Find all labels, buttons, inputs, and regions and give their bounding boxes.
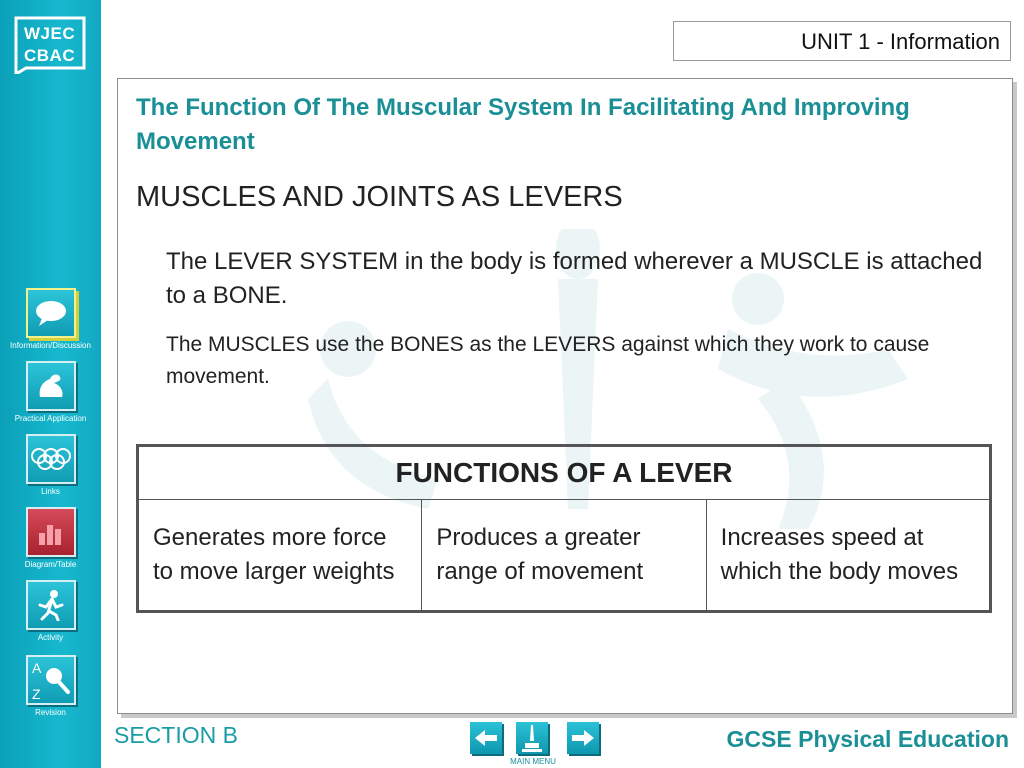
lever-functions-table: FUNCTIONS OF A LEVER Generates more forc… bbox=[136, 444, 992, 613]
table-row: Generates more force to move larger weig… bbox=[138, 499, 991, 612]
next-button[interactable] bbox=[567, 722, 599, 754]
arrow-right-icon bbox=[572, 730, 594, 746]
table-cell-speed: Increases speed at which the body moves bbox=[705, 499, 991, 612]
content-panel: The Function Of The Muscular System In F… bbox=[117, 78, 1013, 714]
lever-system-paragraph: The LEVER SYSTEM in the body is formed w… bbox=[166, 248, 983, 309]
speech-bubble-icon bbox=[25, 288, 76, 338]
rings-icon bbox=[25, 434, 76, 484]
sidebar-item-practical[interactable]: Practical Application bbox=[0, 361, 101, 423]
course-title: GCSE Physical Education bbox=[726, 726, 1009, 752]
sidebar-item-label: Links bbox=[41, 487, 60, 496]
sidebar-item-label: Activity bbox=[37, 633, 64, 642]
sidebar-item-information[interactable]: Information/Discussion bbox=[0, 288, 101, 350]
page-title: The Function Of The Muscular System In F… bbox=[136, 94, 910, 155]
sidebar-item-activity[interactable]: Activity bbox=[0, 580, 101, 642]
sidebar-item-label: Practical Application bbox=[14, 414, 87, 423]
muscles-paragraph: The MUSCLES use the BONES as the LEVERS … bbox=[166, 333, 930, 388]
sidebar-item-revision[interactable]: A Z Revision bbox=[0, 655, 101, 717]
main-menu-label: MAIN MENU bbox=[510, 757, 556, 766]
svg-text:Z: Z bbox=[32, 686, 41, 701]
unit-header: UNIT 1 - Information bbox=[673, 21, 1011, 61]
sidebar-item-links[interactable]: Links bbox=[0, 434, 101, 496]
logo-line-2: CBAC bbox=[24, 46, 76, 65]
logo-line-1: WJEC bbox=[24, 24, 76, 43]
table-cell-range: Produces a greater range of movement bbox=[421, 499, 707, 612]
previous-button[interactable] bbox=[470, 722, 502, 754]
runner-icon bbox=[25, 580, 76, 630]
flexed-arm-icon bbox=[25, 361, 76, 411]
arrow-left-icon bbox=[475, 730, 497, 746]
main-menu-button[interactable] bbox=[516, 722, 548, 754]
sidebar-item-label: Diagram/Table bbox=[24, 560, 77, 569]
section-subtitle: MUSCLES AND JOINTS AS LEVERS bbox=[136, 181, 623, 213]
bar-chart-icon bbox=[25, 507, 76, 557]
section-label: SECTION B bbox=[114, 722, 238, 748]
a-z-magnifier-icon: A Z bbox=[25, 655, 76, 705]
svg-text:A: A bbox=[32, 660, 42, 676]
sidebar-item-label: Revision bbox=[35, 708, 66, 717]
wjec-logo: WJEC CBAC bbox=[14, 14, 86, 74]
podium-icon bbox=[522, 725, 542, 752]
sidebar: WJEC CBAC Information/Discussion Practic… bbox=[0, 0, 101, 768]
sidebar-item-diagram[interactable]: Diagram/Table bbox=[0, 507, 101, 569]
sidebar-item-label: Information/Discussion bbox=[10, 341, 91, 350]
table-heading: FUNCTIONS OF A LEVER bbox=[137, 445, 991, 500]
table-cell-force: Generates more force to move larger weig… bbox=[153, 524, 395, 585]
